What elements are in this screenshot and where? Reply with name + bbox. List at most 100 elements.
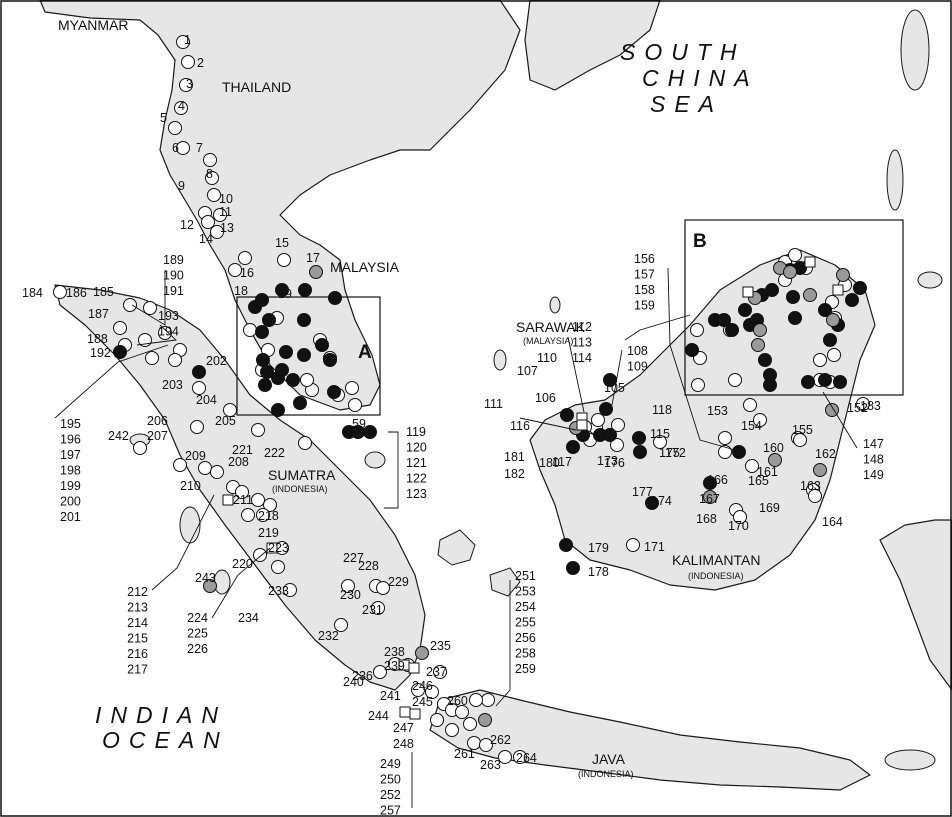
site-number: 7	[196, 141, 203, 155]
leader-line	[151, 494, 215, 591]
site-number: 11	[219, 205, 232, 219]
site-marker-open	[690, 323, 704, 337]
site-marker-open	[479, 738, 493, 752]
site-number: 111	[484, 397, 503, 411]
bali-lombok-island	[884, 749, 936, 771]
site-number: 119	[406, 425, 426, 439]
riau-island	[364, 451, 386, 469]
site-number: 218	[258, 509, 279, 523]
site-marker-gray	[478, 713, 492, 727]
site-marker-open	[238, 251, 252, 265]
site-number: 183	[860, 399, 881, 413]
site-marker-black	[192, 365, 206, 379]
site-number: 210	[180, 479, 201, 493]
site-marker-open	[256, 508, 270, 522]
indian-ocean-label: INDIAN OCEAN	[95, 702, 242, 753]
site-number: 256	[515, 631, 536, 645]
site-number: 153	[707, 404, 728, 418]
kalimantan-country: (INDONESIA)	[688, 571, 744, 581]
site-marker-square	[266, 542, 278, 554]
site-marker-black	[703, 476, 717, 490]
site-number: 259	[515, 662, 536, 676]
site-number: 163	[800, 479, 821, 493]
site-number: 199	[60, 479, 81, 493]
site-number: 16	[240, 266, 254, 280]
site-marker-open	[251, 493, 265, 507]
site-marker-gray	[309, 265, 323, 279]
site-number: 182	[504, 467, 525, 481]
leader-lines	[54, 267, 858, 808]
site-number: 167	[699, 492, 720, 506]
site-number: 8	[206, 167, 213, 181]
site-marker-open	[113, 321, 127, 335]
site-number: 253	[515, 585, 536, 599]
site-marker-black	[788, 311, 802, 325]
site-number: 114	[572, 351, 592, 365]
site-number: 227	[343, 551, 364, 565]
site-marker-open	[433, 665, 447, 679]
site-number: 264	[516, 751, 537, 765]
site-marker-black	[363, 425, 377, 439]
site-number: 243	[195, 571, 216, 585]
site-marker-gray	[753, 323, 767, 337]
site-marker-black	[632, 431, 646, 445]
site-marker-square	[804, 256, 816, 268]
leader-line	[611, 349, 623, 406]
site-number: 170	[728, 519, 749, 533]
site-number: 177	[632, 485, 653, 499]
site-number: 169	[759, 501, 780, 515]
site-number: 221	[232, 443, 253, 457]
inset-a-label: A	[358, 342, 372, 363]
site-number: 181	[504, 450, 525, 464]
site-number: 247	[393, 721, 414, 735]
site-marker-black	[685, 343, 699, 357]
site-number: 241	[380, 689, 401, 703]
site-marker-gray	[415, 646, 429, 660]
site-marker-open	[192, 381, 206, 395]
site-number: 216	[127, 647, 148, 661]
myanmar-label: MYANMAR	[58, 17, 129, 33]
site-number: 178	[588, 565, 609, 579]
site-marker-open	[253, 548, 267, 562]
site-marker-open	[345, 381, 359, 395]
site-number: 9	[178, 179, 185, 193]
site-number: 155	[792, 423, 813, 437]
site-marker-open	[181, 55, 195, 69]
site-marker-black	[853, 281, 867, 295]
borneo-island	[529, 249, 876, 591]
site-marker-open	[210, 465, 224, 479]
site-marker-black	[258, 378, 272, 392]
sea-word-3: SEA	[650, 91, 723, 117]
site-number: 233	[268, 584, 289, 598]
site-number: 117	[552, 455, 572, 469]
belitung-island	[489, 567, 521, 597]
site-number: 148	[863, 453, 884, 467]
site-number: 59	[352, 417, 366, 431]
site-marker-open	[207, 188, 221, 202]
site-marker-open	[263, 498, 277, 512]
site-marker-black	[286, 373, 300, 387]
site-number: 204	[196, 393, 217, 407]
site-number: 246	[412, 679, 433, 693]
site-marker-open	[513, 750, 527, 764]
site-marker-gray	[203, 579, 217, 593]
site-number: 263	[480, 758, 501, 772]
site-number: 172	[665, 446, 686, 460]
site-marker-black	[255, 293, 269, 307]
site-number: 166	[707, 473, 728, 487]
site-marker-black	[725, 323, 739, 337]
site-number: 12	[180, 218, 194, 232]
site-marker-black	[833, 375, 847, 389]
site-number: 225	[187, 627, 208, 641]
site-marker-open	[718, 445, 732, 459]
site-number: 108	[627, 344, 648, 358]
site-marker-open	[158, 326, 172, 340]
site-number: 105	[604, 381, 625, 395]
mentawai-island	[213, 569, 231, 595]
kalimantan-label: KALIMANTAN	[672, 552, 760, 568]
site-number: 187	[88, 307, 109, 321]
